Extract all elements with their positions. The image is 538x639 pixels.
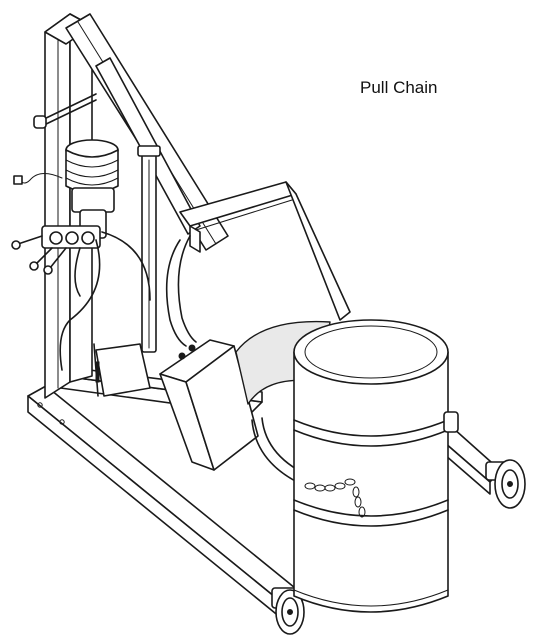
electric-motor <box>13 139 119 239</box>
pull-chain <box>304 478 366 518</box>
drum-clamp <box>443 411 459 433</box>
hydraulic-cylinder <box>137 145 161 353</box>
base-bracket <box>93 343 151 397</box>
valve-block <box>11 225 101 275</box>
rear-caster-wheel <box>485 459 526 509</box>
upper-frame <box>179 181 351 321</box>
control-box <box>159 339 259 471</box>
pull-chain-label: Pull Chain <box>360 78 438 97</box>
hydraulic-hoses <box>59 231 197 371</box>
steel-drum <box>293 319 449 613</box>
mast-column <box>44 13 93 399</box>
